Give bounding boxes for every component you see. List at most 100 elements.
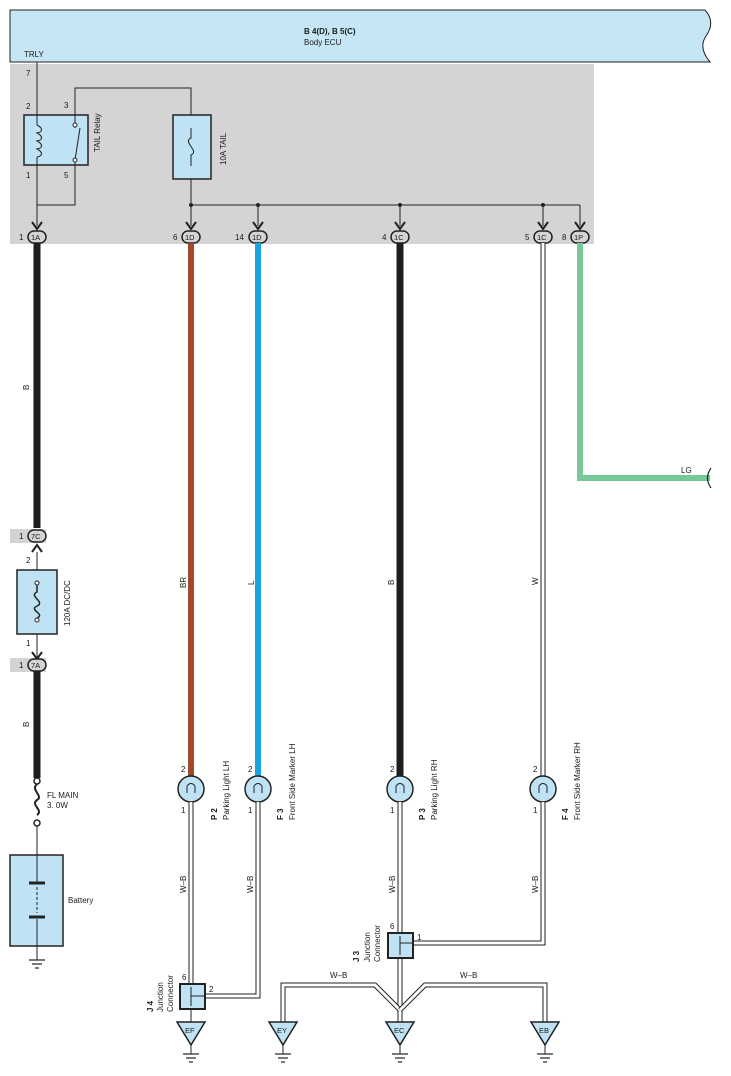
lamp-f3-name: Front Side Marker LH (288, 743, 297, 820)
lamp-f3-pin-top: 2 (248, 765, 253, 774)
ground-triangle-eb (529, 1021, 561, 1047)
junction-j3-pin-6: 6 (390, 922, 395, 931)
connector-8-1p-code: 1P (574, 233, 583, 242)
relay-contact-dot-top (72, 122, 78, 128)
gnd-wire-label-h2: W–B (460, 971, 477, 980)
gnd-wire-label-1: W–B (179, 876, 188, 893)
junction-j4-line1: Junction (156, 982, 165, 1012)
tail-fuse-label: 10A TAIL (219, 132, 228, 165)
arrow-4-1c (394, 221, 406, 231)
wire-lg (577, 243, 710, 481)
connector-8-1p-pin: 8 (562, 233, 567, 242)
lamp-f3-code: F 3 (276, 808, 285, 820)
gnd-wire-label-4: W–B (531, 876, 540, 893)
lamp-p2-code: P 2 (210, 808, 219, 820)
tail-fuse-box (172, 114, 212, 180)
ground-point-ef: EF (175, 1021, 207, 1063)
junction-j4-pin-2: 2 (209, 985, 214, 994)
ground-ey-label: EY (277, 1026, 287, 1035)
wire-br-label: BR (179, 577, 188, 588)
lamp-f4-pin-top: 2 (533, 765, 538, 774)
lamp-p3-pin-top: 2 (390, 765, 395, 774)
ground-point-ey: EY (267, 1021, 299, 1063)
arrow-7c (31, 543, 43, 553)
connector-1a-code: 1A (31, 233, 40, 242)
connector-7c (27, 529, 47, 543)
junction-j4-line2: Connector (166, 975, 175, 1012)
lamp-f4-name: Front Side Marker RH (573, 742, 582, 820)
arrow-8-1p (574, 221, 586, 231)
wire-lg-break-icon (706, 467, 712, 489)
junction-j3-code: J 3 (352, 950, 361, 962)
wire-b-lower-label: B (22, 722, 31, 727)
lamp-p3-code: P 3 (418, 808, 427, 820)
bus-node-4 (189, 203, 193, 207)
lamp-f3-filament-icon (253, 783, 263, 793)
lamp-p3 (386, 775, 414, 803)
dcdc-fuse-label: 120A DC/DC (63, 580, 72, 626)
battery-label: Battery (68, 896, 93, 905)
junction-j3-line1: Junction (363, 932, 372, 962)
wire-b-rh-label: B (387, 580, 396, 585)
lamp-p2-pin-bot: 1 (181, 806, 186, 815)
lamp-f4-code: F 4 (561, 808, 570, 820)
ground-point-ec: EC (384, 1021, 416, 1063)
connector-5-1c-code: 1C (537, 233, 547, 242)
bus-node-2 (398, 203, 402, 207)
connector-4-1c-code: 1C (394, 233, 404, 242)
wire-l-label: L (247, 580, 256, 585)
lamp-p3-name: Parking Light RH (430, 759, 439, 820)
lamp-f4 (529, 775, 557, 803)
connector-6-1d-code: 1D (185, 233, 195, 242)
ground-ec-label: EC (394, 1026, 405, 1035)
lamp-p3-filament-icon (395, 783, 405, 793)
connector-1a-pin: 1 (19, 233, 24, 242)
junction-j3-line2: Connector (373, 925, 382, 962)
arrow-6-1d (185, 221, 197, 231)
relay-contact-dot-bot (72, 157, 78, 163)
ground-wires (188, 802, 548, 1022)
relay-pin-1: 1 (26, 171, 31, 180)
ground-triangle-ey (267, 1021, 299, 1047)
connector-5-1c-pin: 5 (525, 233, 530, 242)
lamp-f3 (244, 775, 272, 803)
ecu-terminal: TRLY (24, 50, 45, 59)
fl-main-dot-top (33, 777, 41, 785)
lamp-f4-filament-icon (538, 783, 548, 793)
dcdc-fuse-box (16, 569, 58, 635)
connector-14-1d-pin: 14 (235, 233, 244, 242)
arrow-14-1d (252, 221, 264, 231)
lamp-p2-name: Parking Light LH (222, 761, 231, 820)
relay-coil-icon (35, 124, 42, 158)
lamp-p2-pin-top: 2 (181, 765, 186, 774)
relay-pin-5: 5 (64, 171, 69, 180)
ecu-name: Body ECU (304, 38, 342, 47)
junction-block-area (10, 64, 594, 244)
connector-6-1d-pin: 6 (173, 233, 178, 242)
relay-return-wire (36, 165, 76, 206)
junction-j4-pin-6: 6 (182, 973, 187, 982)
ground-triangle-ec (384, 1021, 416, 1047)
connector-7c-pin: 1 (19, 532, 24, 541)
relay-contact-blade (74, 127, 81, 161)
relay-pin-2: 2 (26, 102, 31, 111)
ground-triangle-ef (175, 1021, 207, 1047)
lamp-f4-pin-bot: 1 (533, 806, 538, 815)
gnd-wire-label-2: W–B (246, 876, 255, 893)
tail-relay-label: TAIL Relay (93, 113, 102, 152)
dcdc-pin-1: 1 (26, 639, 31, 648)
fl-main-label-2: 3. 0W (47, 801, 68, 810)
dcdc-pin-2: 2 (26, 556, 31, 565)
connector-7a-code: 7A (31, 661, 40, 670)
arrow-5-1c (537, 221, 549, 231)
dcdc-fuse-icon (33, 585, 41, 619)
junction-j4-code: J 4 (146, 1000, 155, 1012)
body-ecu-bar (9, 9, 712, 63)
wire-b-main-label: B (22, 385, 31, 390)
ecu-code: B 4(D), B 5(C) (304, 27, 356, 36)
connector-7c-code: 7C (31, 532, 41, 541)
dcdc-fuse-dot-top (34, 580, 40, 586)
fl-main-label-1: FL MAIN (47, 791, 78, 800)
ground-point-eb: EB (529, 1021, 561, 1063)
